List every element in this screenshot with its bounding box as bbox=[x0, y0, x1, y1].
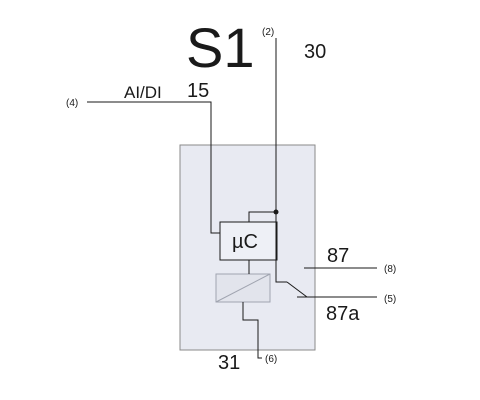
wire-coil-to-ground bbox=[242, 302, 262, 359]
terminal-4-label: (4) bbox=[66, 98, 78, 109]
terminal-8-label: (8) bbox=[384, 264, 396, 275]
wire-ai-di-input bbox=[87, 101, 220, 234]
pin-87a-label: 87a bbox=[326, 303, 360, 325]
pin-31-label: 31 bbox=[218, 352, 240, 374]
terminal-6-label: (6) bbox=[265, 354, 277, 365]
pin-15-label: 15 bbox=[187, 80, 209, 102]
terminal-2-label: (2) bbox=[262, 27, 274, 38]
pin-87-label: 87 bbox=[327, 245, 349, 267]
relay-title: S1 bbox=[186, 16, 255, 79]
microcontroller-label: µC bbox=[232, 231, 258, 253]
microcontroller-box bbox=[219, 221, 278, 261]
wire-switch-blade bbox=[286, 281, 308, 298]
relay-coil-diagonal bbox=[215, 273, 271, 303]
wire-junction-to-uc bbox=[248, 211, 276, 222]
pin-30-label: 30 bbox=[304, 41, 326, 63]
terminal-5-label: (5) bbox=[384, 294, 396, 305]
wire-switch-common bbox=[275, 212, 287, 283]
signal-label: AI/DI bbox=[124, 83, 162, 102]
